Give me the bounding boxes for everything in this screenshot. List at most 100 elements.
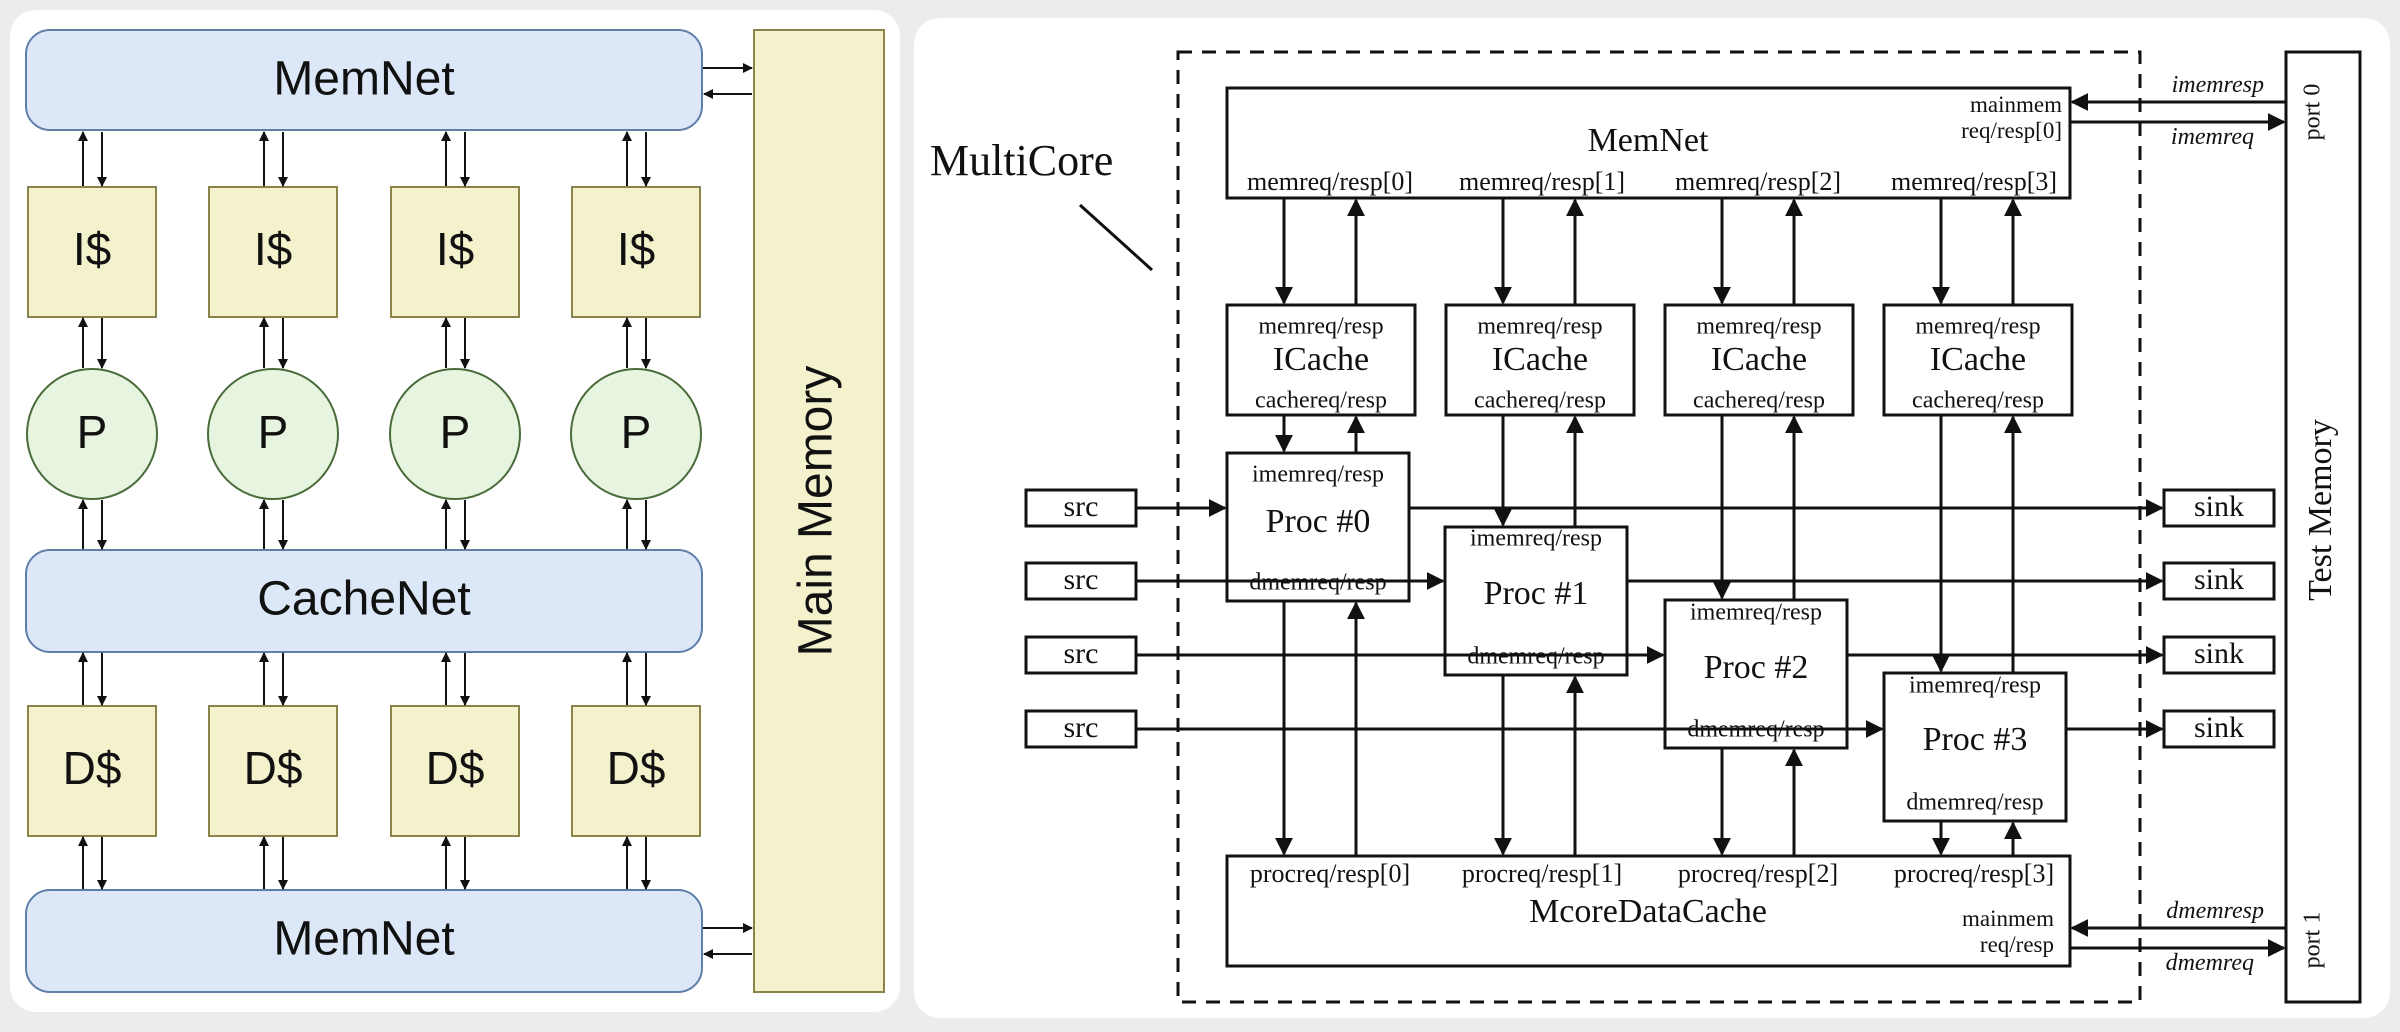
src-boxes: src src src src — [1024, 488, 1138, 749]
memnet-title: MemNet — [1588, 122, 1709, 159]
proc-dmem-label: dmemreq/resp — [1467, 644, 1604, 670]
icache-cachereq-label: cachereq/resp — [1693, 388, 1825, 414]
right-panel-connections — [1136, 93, 2286, 957]
proc-title: Proc #1 — [1484, 575, 1589, 612]
dcache-mainmem-line2: req/resp — [1980, 932, 2054, 957]
dcache-port-2: procreq/resp[2] — [1678, 859, 1838, 888]
sink-label-0: sink — [2194, 490, 2244, 523]
proc-title: Proc #3 — [1923, 721, 2028, 758]
imemresp-label: imemresp — [2172, 72, 2264, 98]
src-label-0: src — [1064, 490, 1099, 523]
icache-label: I$ — [436, 223, 474, 275]
icache-label: I$ — [617, 223, 655, 275]
test-memory-label: Test Memory — [2302, 419, 2339, 601]
dcache-box — [571, 705, 701, 837]
sink-box-0 — [2162, 488, 2276, 528]
src-label-2: src — [1064, 637, 1099, 670]
dcache-box — [208, 705, 338, 837]
icache-box — [208, 186, 338, 318]
memnet-port-0: memreq/resp[0] — [1247, 167, 1413, 196]
icache-title: ICache — [1711, 341, 1807, 378]
memnet-mainmem-line1: mainmem — [1970, 92, 2062, 117]
memnet-mainmem-line2: req/resp[0] — [1961, 118, 2062, 143]
proc-title: Proc #0 — [1266, 503, 1371, 540]
memnet-top-label: MemNet — [273, 53, 454, 106]
icache-column-3: I$ P D$ — [570, 186, 702, 837]
proc-dmem-label: dmemreq/resp — [1906, 790, 2043, 816]
src-box-0 — [1024, 488, 1138, 528]
sink-box-1 — [2162, 561, 2276, 601]
memnet-bottom-box — [25, 889, 703, 993]
sink-label-2: sink — [2194, 637, 2244, 670]
test-memory-port1-label: port 1 — [2300, 912, 2326, 969]
icache-box — [1663, 303, 1855, 417]
cachenet-box — [25, 549, 703, 653]
dmemreq-label: dmemreq — [2166, 950, 2254, 976]
proc-box — [1663, 598, 1849, 750]
icache-title: ICache — [1273, 341, 1369, 378]
icache-memreq-label: memreq/resp — [1696, 314, 1821, 340]
main-memory-box — [753, 29, 885, 993]
dcache-label: D$ — [607, 742, 666, 794]
imemreq-label: imemreq — [2171, 124, 2254, 150]
icache-title: ICache — [1492, 341, 1588, 378]
icache-title: ICache — [1930, 341, 2026, 378]
sink-box-2 — [2162, 635, 2276, 675]
mcore-datacache-box — [1225, 854, 2072, 968]
dcache-box — [390, 705, 520, 837]
icache-box — [390, 186, 520, 318]
icache-3: memreq/resp ICache cachereq/resp — [1882, 303, 2074, 417]
sink-boxes: sink sink sink sink — [2162, 488, 2276, 749]
multicore-boundary — [1176, 50, 2142, 1004]
src-label-3: src — [1064, 711, 1099, 744]
icache-column-1: I$ P D$ — [207, 186, 339, 837]
icache-memreq-label: memreq/resp — [1477, 314, 1602, 340]
icache-cachereq-label: cachereq/resp — [1912, 388, 2044, 414]
processor-circle — [389, 368, 521, 500]
icache-box — [1444, 303, 1636, 417]
proc-imem-label: imemreq/resp — [1252, 462, 1384, 488]
proc-3: imemreq/resp Proc #3 dmemreq/resp — [1882, 671, 2068, 823]
processor-label: P — [258, 406, 289, 458]
sink-box-3 — [2162, 709, 2276, 749]
processor-label: P — [77, 406, 108, 458]
memnet-port-2: memreq/resp[2] — [1675, 167, 1841, 196]
icache-column-2: I$ P D$ — [389, 186, 521, 837]
dmemresp-label: dmemresp — [2166, 898, 2264, 924]
dcache-port-1: procreq/resp[1] — [1462, 859, 1622, 888]
icache-box — [27, 186, 157, 318]
icache-box — [571, 186, 701, 318]
proc-box — [1882, 671, 2068, 823]
dcache-port-3: procreq/resp[3] — [1894, 859, 2054, 888]
icache-cachereq-label: cachereq/resp — [1255, 388, 1387, 414]
icache-cachereq-label: cachereq/resp — [1474, 388, 1606, 414]
proc-imem-label: imemreq/resp — [1690, 600, 1822, 626]
icache-0: memreq/resp ICache cachereq/resp — [1225, 303, 1417, 417]
left-panel: Main Memory MemNet CacheNet MemNet I$ P … — [10, 10, 900, 1012]
dcache-label: D$ — [244, 742, 303, 794]
icache-memreq-label: memreq/resp — [1258, 314, 1383, 340]
cachenet-label: CacheNet — [257, 573, 470, 626]
mcore-datacache-title: McoreDataCache — [1529, 893, 1767, 930]
dcache-label: D$ — [63, 742, 122, 794]
proc-1: imemreq/resp Proc #1 dmemreq/resp — [1443, 525, 1629, 677]
memnet-port-1: memreq/resp[1] — [1459, 167, 1625, 196]
proc-imem-label: imemreq/resp — [1909, 673, 2041, 699]
icache-2: memreq/resp ICache cachereq/resp — [1663, 303, 1855, 417]
multicore-label: MultiCore — [930, 136, 1113, 185]
right-panel: MultiCore Test Memory port 0 port 1 MemN… — [914, 18, 2390, 1018]
dcache-port-0: procreq/resp[0] — [1250, 859, 1410, 888]
sink-label-3: sink — [2194, 711, 2244, 744]
dcache-box — [27, 705, 157, 837]
icache-box — [1225, 303, 1417, 417]
proc-dmem-label: dmemreq/resp — [1249, 570, 1386, 596]
test-memory-port0-label: port 0 — [2300, 84, 2326, 141]
memnet-top-box — [25, 29, 703, 131]
memnet-port-3: memreq/resp[3] — [1891, 167, 2057, 196]
dcache-label: D$ — [426, 742, 485, 794]
icache-box — [1882, 303, 2074, 417]
multicore-pointer — [1078, 203, 1154, 272]
test-memory-box — [2284, 50, 2362, 1004]
icache-column-0: I$ P D$ — [26, 186, 158, 837]
